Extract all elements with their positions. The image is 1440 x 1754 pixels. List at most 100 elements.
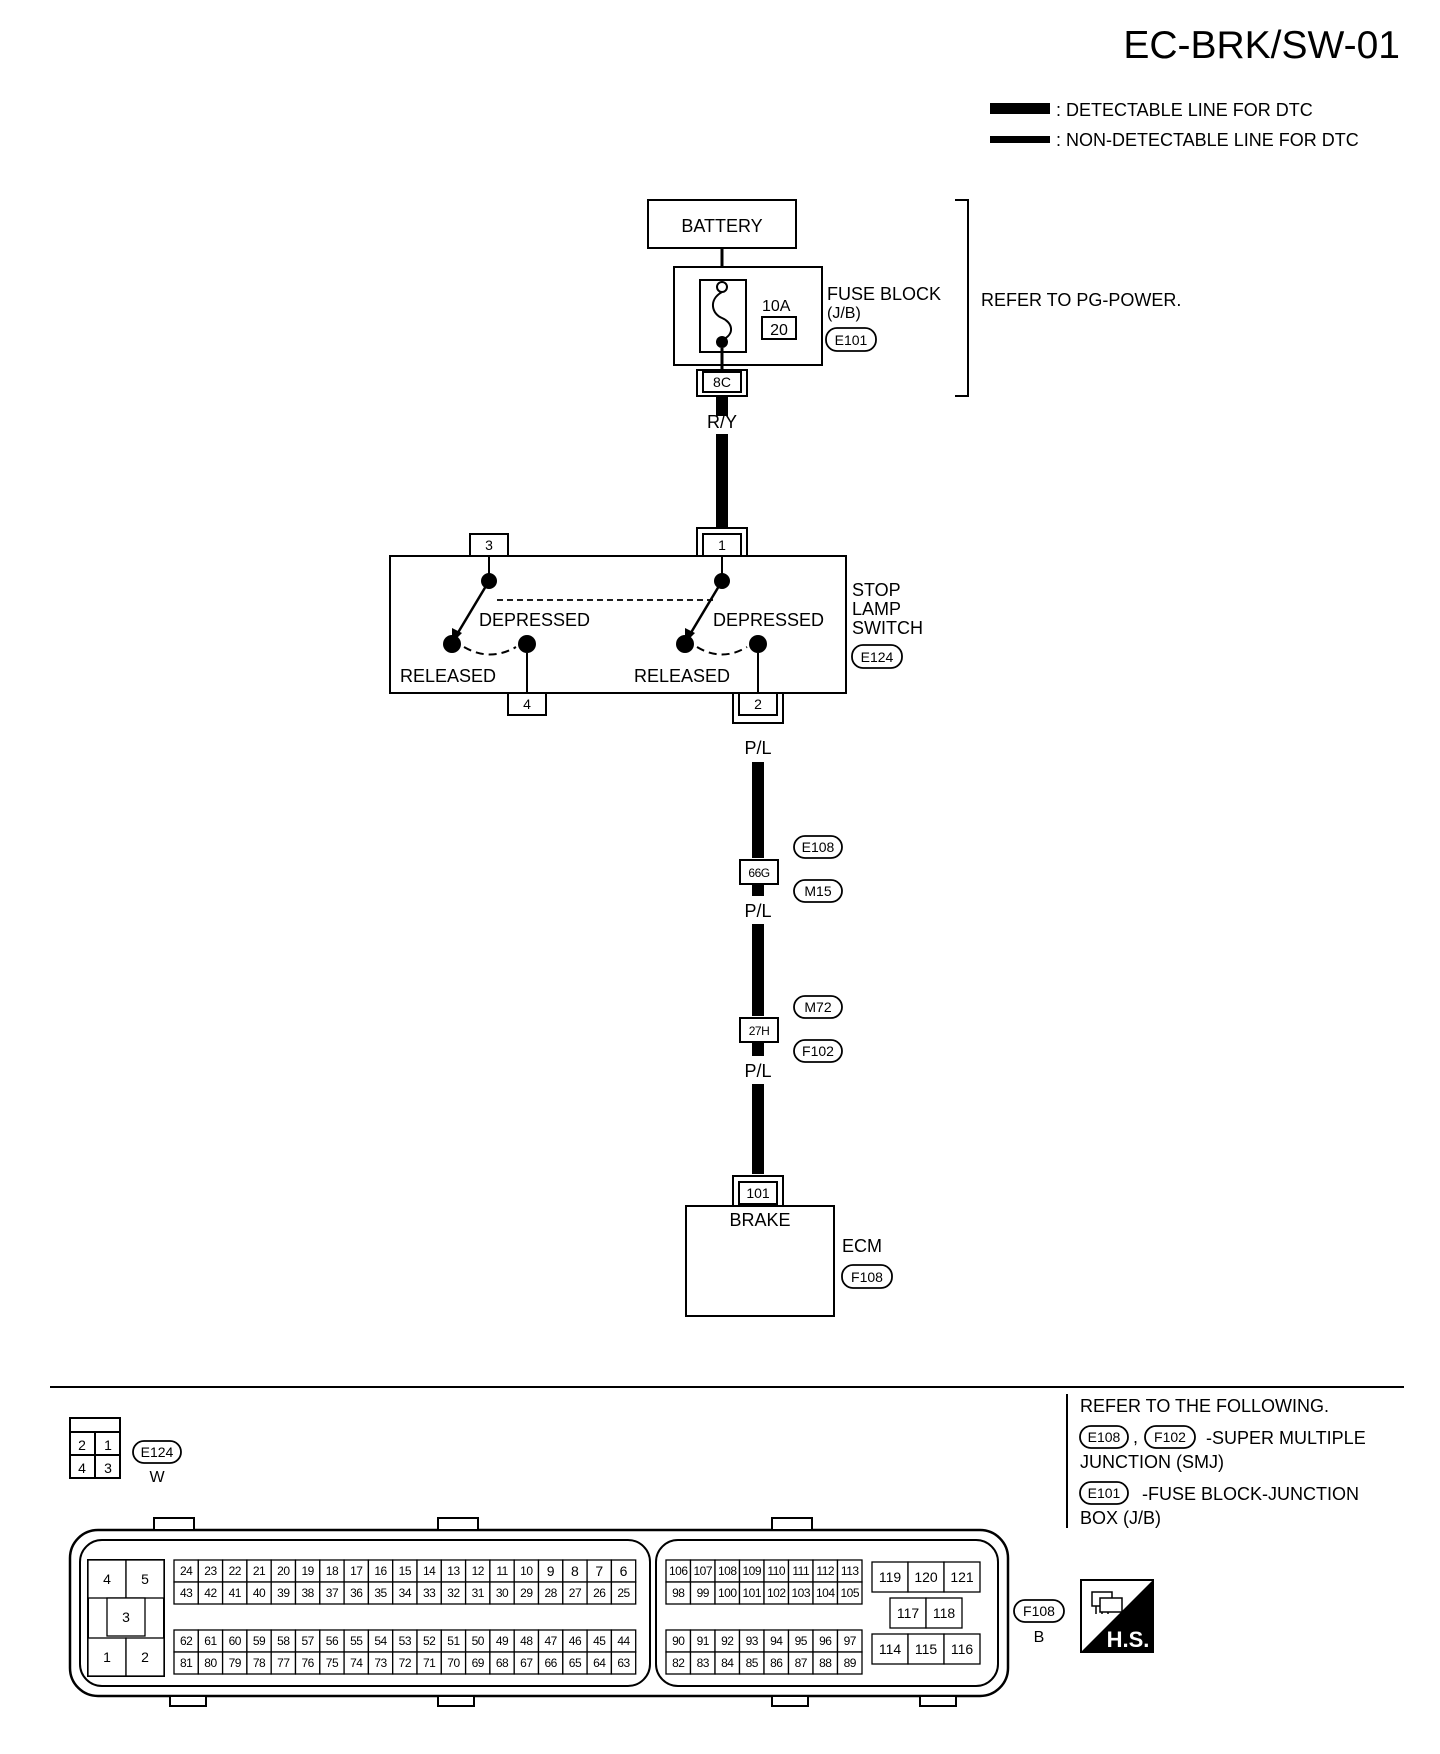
legend-non-detectable-label: : NON-DETECTABLE LINE FOR DTC bbox=[1056, 130, 1359, 150]
f108-latch bbox=[771, 1517, 813, 1531]
f108-pin: 90 bbox=[672, 1634, 685, 1648]
f108-pin: 6 bbox=[620, 1563, 628, 1579]
f108-latch bbox=[169, 1695, 207, 1707]
fuse-terminal-box bbox=[702, 371, 742, 393]
f108-pin: 98 bbox=[672, 1586, 685, 1600]
f108-pin: 30 bbox=[496, 1586, 509, 1600]
f108-left-section bbox=[79, 1539, 651, 1687]
f108-pin-cell bbox=[943, 1633, 981, 1665]
refer-conn-a: E108 bbox=[1088, 1429, 1121, 1445]
f108-pin: 106 bbox=[669, 1564, 688, 1578]
junction2-bottom-connector-oval bbox=[793, 1039, 843, 1063]
f108-pin: 82 bbox=[672, 1656, 685, 1670]
switch-terminal-1: 1 bbox=[718, 537, 726, 553]
wire-label-ry: R/Y bbox=[707, 412, 737, 432]
f108-pin: 80 bbox=[204, 1656, 217, 1670]
refer-smj-2: JUNCTION (SMJ) bbox=[1080, 1452, 1224, 1472]
e124-connector-face: 2 1 4 3 E124 W bbox=[69, 1417, 182, 1486]
wire-label-pl-3: P/L bbox=[744, 1061, 771, 1081]
ecm-terminal-box bbox=[738, 1181, 778, 1205]
f108-color: B bbox=[1034, 1629, 1045, 1646]
fuse-terminal: 8C bbox=[713, 374, 731, 390]
stop-lamp-switch-name-3: SWITCH bbox=[852, 618, 923, 638]
f108-pin: 13 bbox=[447, 1564, 460, 1578]
left-released-label: RELEASED bbox=[400, 666, 496, 686]
f108-pin: 37 bbox=[326, 1586, 339, 1600]
battery-box bbox=[647, 199, 797, 249]
f108-pin: 74 bbox=[350, 1656, 363, 1670]
f108-pin: 35 bbox=[374, 1586, 387, 1600]
refer-jb-2: BOX (J/B) bbox=[1080, 1508, 1161, 1528]
e124-pin: 3 bbox=[104, 1460, 112, 1476]
f108-pin: 62 bbox=[180, 1634, 193, 1648]
ecm-terminal-label: BRAKE bbox=[729, 1210, 790, 1230]
right-released-contact bbox=[676, 635, 694, 653]
left-released-contact bbox=[443, 635, 461, 653]
right-released-label: RELEASED bbox=[634, 666, 730, 686]
f108-pin: 103 bbox=[791, 1586, 810, 1600]
f108-pin: 31 bbox=[472, 1586, 485, 1600]
f108-pin: 36 bbox=[350, 1586, 363, 1600]
f108-pin: 59 bbox=[253, 1634, 266, 1648]
left-depressed-contact bbox=[518, 635, 536, 653]
f108-pin: 38 bbox=[301, 1586, 314, 1600]
f108-pin-cell bbox=[610, 1581, 637, 1605]
refer-bracket bbox=[955, 199, 969, 397]
e124-pin: 2 bbox=[78, 1437, 86, 1453]
f108-pin-cell bbox=[125, 1637, 165, 1677]
f108-pin-cell bbox=[907, 1633, 945, 1665]
f108-pin: 25 bbox=[617, 1586, 630, 1600]
e124-pin: 4 bbox=[78, 1460, 86, 1476]
wire-label-pl-1: P/L bbox=[744, 738, 771, 758]
f108-pin: 20 bbox=[277, 1564, 290, 1578]
f108-pin: 107 bbox=[693, 1564, 712, 1578]
f108-pin-cell bbox=[871, 1633, 909, 1665]
f108-pin: 85 bbox=[746, 1656, 759, 1670]
f108-pin: 96 bbox=[819, 1634, 832, 1648]
f108-pin: 63 bbox=[617, 1656, 630, 1670]
f108-id: F108 bbox=[1023, 1603, 1055, 1619]
switch-terminal-2: 2 bbox=[754, 696, 762, 712]
f108-pin: 71 bbox=[423, 1656, 436, 1670]
f108-pin: 94 bbox=[770, 1634, 783, 1648]
f108-pin: 115 bbox=[915, 1641, 938, 1657]
left-contact-dash bbox=[463, 646, 517, 656]
f108-latch bbox=[437, 1517, 479, 1531]
f108-pin: 22 bbox=[229, 1564, 242, 1578]
f108-pin: 65 bbox=[569, 1656, 582, 1670]
f108-pin: 57 bbox=[301, 1634, 314, 1648]
legend: : DETECTABLE LINE FOR DTC : NON-DETECTAB… bbox=[990, 100, 1359, 150]
f108-pin: 12 bbox=[472, 1564, 485, 1578]
fuse-number: 20 bbox=[770, 322, 788, 339]
f108-pin: 56 bbox=[326, 1634, 339, 1648]
f108-pin-cell bbox=[125, 1559, 165, 1599]
fuse-block-connector: E101 bbox=[835, 332, 868, 348]
junction2-bottom-connector: F102 bbox=[802, 1043, 834, 1059]
f108-pin: 64 bbox=[593, 1656, 606, 1670]
f108-pin: 108 bbox=[718, 1564, 737, 1578]
connector-icon bbox=[1091, 1591, 1123, 1614]
f108-pin: 86 bbox=[770, 1656, 783, 1670]
f108-pin: 116 bbox=[951, 1641, 974, 1657]
f108-pin: 88 bbox=[819, 1656, 832, 1670]
refer-conn-b: F102 bbox=[1154, 1429, 1186, 1445]
battery-label: BATTERY bbox=[681, 216, 762, 236]
f108-pin: 33 bbox=[423, 1586, 436, 1600]
f108-latch bbox=[919, 1695, 957, 1707]
f108-pin: 78 bbox=[253, 1656, 266, 1670]
left-switch-arm bbox=[454, 580, 491, 637]
stop-lamp-switch-name-2: LAMP bbox=[852, 599, 901, 619]
refer-conn-c-oval bbox=[1079, 1481, 1129, 1505]
f108-pin: 117 bbox=[897, 1605, 920, 1621]
fuse-block-connector-oval bbox=[825, 327, 877, 352]
f108-pin: 27 bbox=[569, 1586, 582, 1600]
fuse-block-name: FUSE BLOCK bbox=[827, 284, 941, 304]
ecm-box bbox=[685, 1205, 835, 1317]
f108-pin-cell bbox=[889, 1597, 927, 1629]
f108-pin: 17 bbox=[350, 1564, 363, 1578]
wire-label-pl-2: P/L bbox=[744, 901, 771, 921]
f108-right-section bbox=[655, 1539, 999, 1687]
fuse-bottom-contact bbox=[716, 336, 728, 348]
f108-id-oval bbox=[1013, 1599, 1065, 1623]
switch-terminal-4: 4 bbox=[523, 696, 531, 712]
